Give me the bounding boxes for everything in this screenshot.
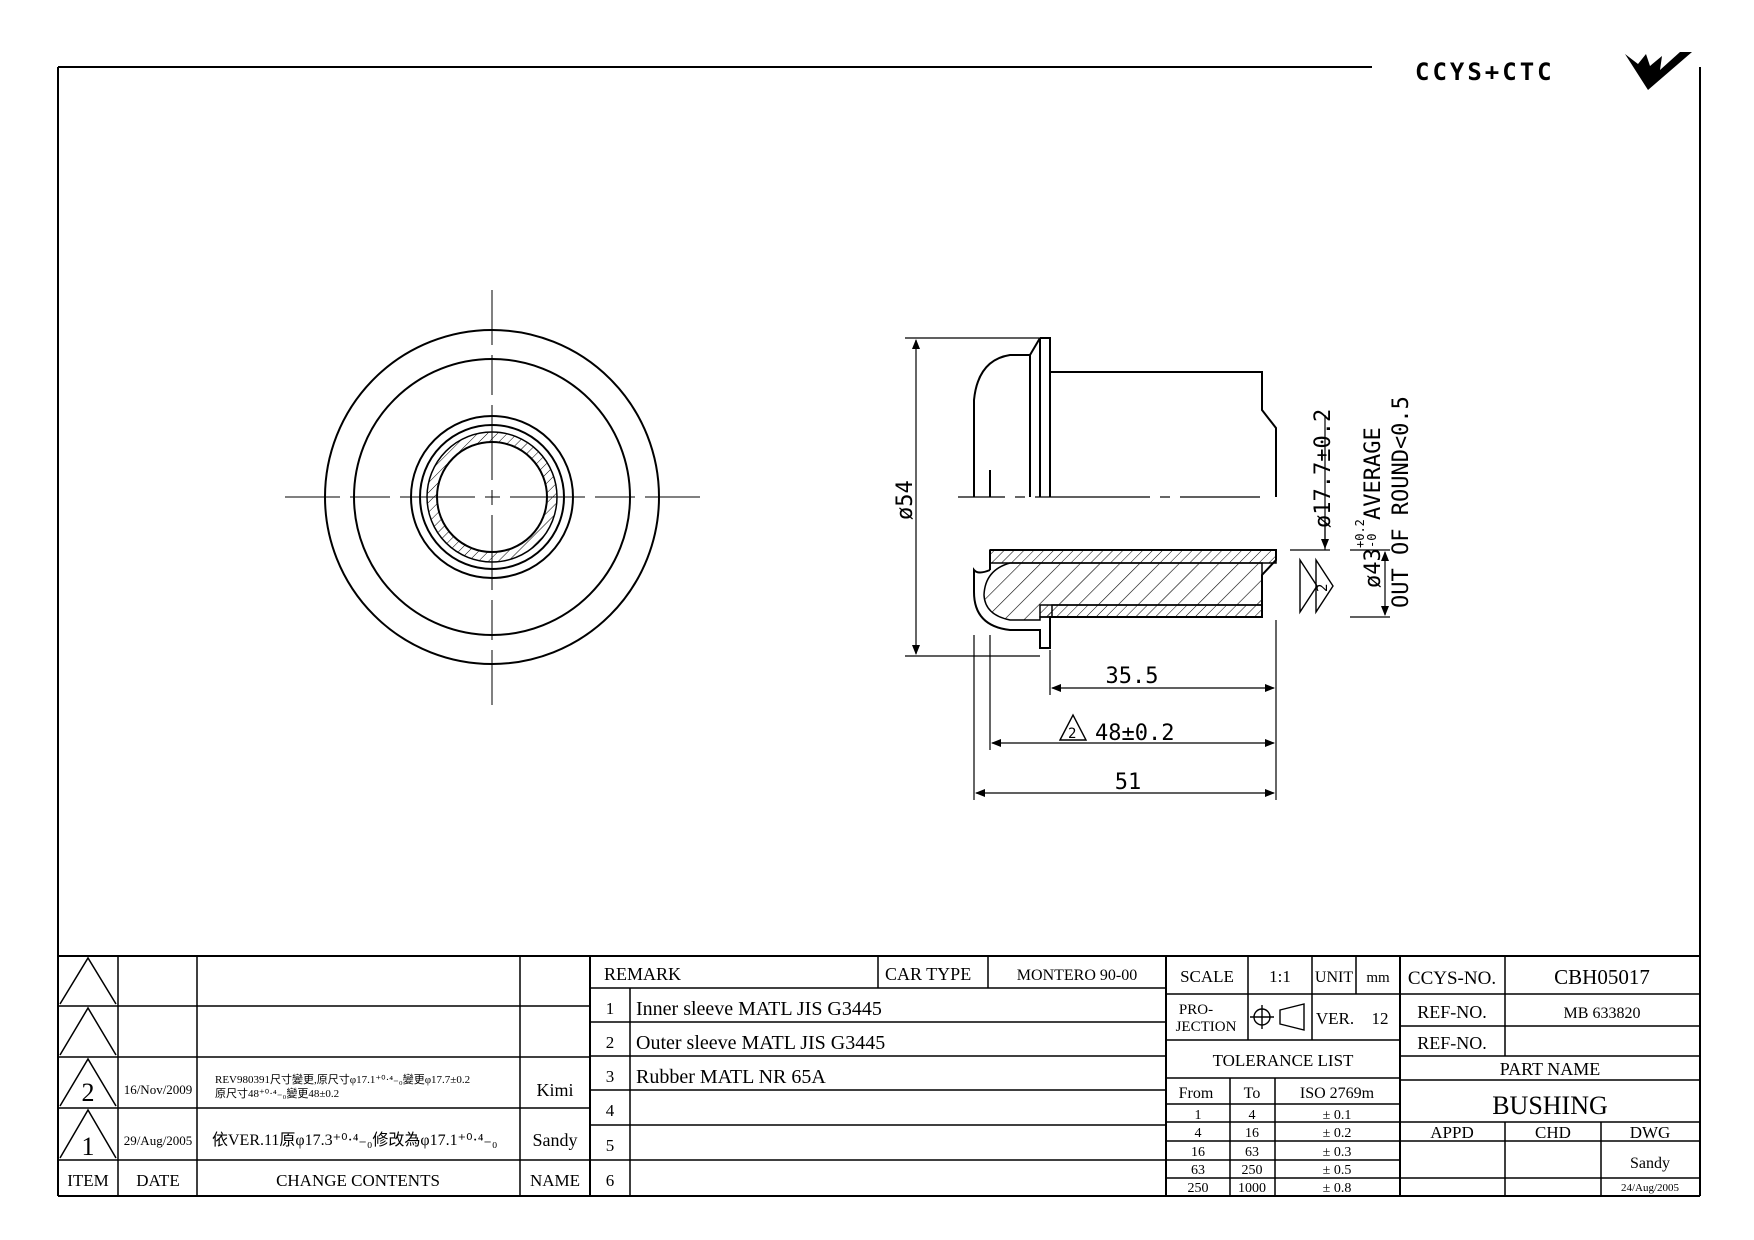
car-type-label: CAR TYPE <box>885 964 971 984</box>
dimension-lines <box>905 337 1390 800</box>
center-lines <box>285 290 700 705</box>
unit-label: UNIT <box>1315 969 1353 986</box>
revision-table: 2 16/Nov/2009 REV980391尺寸變更,原尺寸φ17.1⁺⁰·⁴… <box>67 1072 580 1190</box>
remark-row-4-no: 4 <box>606 1101 615 1120</box>
dim-d43-tol-upper: +0.2 <box>1353 519 1367 548</box>
section-view <box>958 337 1277 649</box>
tol-row-3-to: 63 <box>1245 1145 1259 1160</box>
ref-no-value: MB 633820 <box>1564 1005 1641 1022</box>
remark-row-6-no: 6 <box>606 1171 615 1190</box>
tol-row-5-to: 1000 <box>1238 1181 1266 1196</box>
dim-48: 48±0.2 <box>1095 721 1174 746</box>
spec-table: SCALE 1:1 UNIT mm PRO- JECTION VER. 12 T… <box>1176 967 1390 1196</box>
tol-row-5-from: 250 <box>1188 1181 1209 1196</box>
car-type-value: MONTERO 90-00 <box>1017 967 1137 984</box>
dim-51: 51 <box>1115 770 1142 795</box>
ccys-no-value: CBH05017 <box>1554 965 1650 989</box>
appd-label: APPD <box>1430 1123 1473 1142</box>
ver-value: 12 <box>1372 1009 1389 1028</box>
scale-label: SCALE <box>1180 967 1234 986</box>
tol-row-4-from: 63 <box>1191 1163 1205 1178</box>
remark-header: REMARK <box>604 964 681 984</box>
projection-label-2: JECTION <box>1176 1019 1237 1035</box>
border-frame <box>57 66 1701 1197</box>
rev-mark-2-diameter: 2 <box>1315 584 1331 592</box>
chd-label: CHD <box>1535 1123 1571 1142</box>
rev-row-3-contents-1: REV980391尺寸變更,原尺寸φ17.1⁺⁰·⁴₋₀變更φ17.7±0.2 <box>215 1072 470 1086</box>
remark-table: REMARK CAR TYPE MONTERO 90-00 1 Inner sl… <box>604 964 1137 1190</box>
rev-row-3-date: 16/Nov/2009 <box>124 1082 193 1097</box>
dim-d43-tol-lower: -0 <box>1365 534 1379 548</box>
rev-row-3-contents-2: 原尺寸48⁺⁰·⁴₋₀變更48±0.2 <box>215 1086 339 1100</box>
rev-row-3-item: 2 <box>82 1078 95 1107</box>
dwg-date: 24/Aug/2005 <box>1621 1182 1680 1194</box>
rev-header-name: NAME <box>530 1171 580 1190</box>
rev-row-4-date: 29/Aug/2005 <box>124 1133 193 1148</box>
tol-row-2-from: 4 <box>1195 1126 1202 1141</box>
front-view <box>285 290 700 705</box>
dim-d43-note: AVERAGE <box>1361 427 1386 520</box>
dim-d54: ø54 <box>893 480 918 520</box>
rev-row-4-contents: 依VER.11原φ17.3⁺⁰·⁴₋₀修改為φ17.1⁺⁰·⁴₋₀ <box>212 1131 497 1149</box>
projection-symbol-icon <box>1250 1003 1305 1031</box>
tol-row-5-tol: ± 0.8 <box>1323 1181 1352 1196</box>
tol-row-1-from: 1 <box>1195 1108 1202 1123</box>
dim-35-5: 35.5 <box>1106 664 1159 689</box>
remark-row-3-no: 3 <box>606 1067 615 1086</box>
rev-row-3-name: Kimi <box>536 1080 573 1100</box>
part-name-value: BUSHING <box>1492 1091 1608 1120</box>
tol-row-2-tol: ± 0.2 <box>1323 1126 1352 1141</box>
remark-row-2-text: Outer sleeve MATL JIS G3445 <box>636 1032 885 1054</box>
tol-row-3-tol: ± 0.3 <box>1323 1145 1352 1160</box>
tol-row-1-to: 4 <box>1249 1108 1256 1123</box>
dim-out-of-round: OUT OF ROUND<0.5 <box>1389 396 1414 608</box>
ref-no-label: REF-NO. <box>1417 1002 1487 1022</box>
revision-item-triangles <box>59 956 117 1159</box>
tolerance-title: TOLERANCE LIST <box>1213 1051 1354 1070</box>
tol-row-4-to: 250 <box>1242 1163 1263 1178</box>
rev-header-item: ITEM <box>67 1171 109 1190</box>
tol-header-iso: ISO 2769m <box>1300 1085 1375 1102</box>
ver-label: VER. <box>1316 1009 1354 1028</box>
rev-header-date: DATE <box>136 1171 179 1190</box>
remark-row-2-no: 2 <box>606 1033 615 1052</box>
logo-text: CCYS+CTC <box>1415 58 1555 86</box>
dimension-texts: ø54 ø17.7±0.2 ø43 +0.2 -0 AVERAGE OUT OF… <box>893 396 1414 795</box>
tol-row-4-tol: ± 0.5 <box>1323 1163 1352 1178</box>
remark-row-5-no: 5 <box>606 1136 615 1155</box>
rev-header-contents: CHANGE CONTENTS <box>276 1171 440 1190</box>
scale-value: 1:1 <box>1269 967 1291 986</box>
dwg-name: Sandy <box>1630 1155 1670 1172</box>
rev-row-4-name: Sandy <box>533 1130 578 1150</box>
tol-header-from: From <box>1179 1085 1214 1102</box>
unit-value: mm <box>1366 970 1390 986</box>
part-name-label: PART NAME <box>1500 1059 1600 1079</box>
rev-row-4-item: 1 <box>82 1132 95 1161</box>
tol-header-to: To <box>1244 1085 1261 1102</box>
tol-row-3-from: 16 <box>1191 1145 1205 1160</box>
dim-d43: ø43 <box>1361 548 1386 588</box>
remark-row-3-text: Rubber MATL NR 65A <box>636 1066 826 1088</box>
dwg-label: DWG <box>1630 1123 1671 1142</box>
tol-row-2-to: 16 <box>1245 1126 1259 1141</box>
company-logo: CCYS+CTC <box>1415 52 1692 90</box>
dim-d17-7: ø17.7±0.2 <box>1311 409 1336 528</box>
remark-row-1-no: 1 <box>606 999 615 1018</box>
projection-label-1: PRO- <box>1179 1002 1213 1018</box>
tol-row-1-tol: ± 0.1 <box>1323 1108 1352 1123</box>
title-block: CCYS-NO. CBH05017 REF-NO. MB 633820 REF-… <box>1408 965 1680 1194</box>
rev-mark-2-length: 2 <box>1068 726 1076 742</box>
remark-row-1-text: Inner sleeve MATL JIS G3445 <box>636 998 882 1020</box>
logo-emblem-icon <box>1625 52 1692 90</box>
ref-no2-label: REF-NO. <box>1417 1033 1487 1053</box>
title-block-grid <box>58 955 1700 1196</box>
ccys-no-label: CCYS-NO. <box>1408 968 1496 989</box>
